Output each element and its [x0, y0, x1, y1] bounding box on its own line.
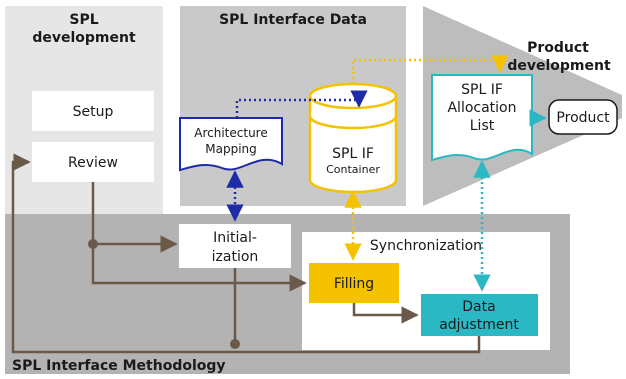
- spl-if-container-top: [308, 82, 398, 110]
- review-box: [32, 142, 154, 182]
- initialization-label-line2: ization: [212, 249, 259, 265]
- spl-if-allocation-list-document: [431, 74, 533, 162]
- feedback-to-review-arrow: [11, 153, 481, 354]
- spl-interface-methodology-title: SPL Interface Methodology: [12, 358, 226, 374]
- data-adjustment-label-line2: adjustment: [439, 317, 519, 333]
- product-label: Product: [556, 110, 610, 126]
- synchronization-title: Synchronization: [370, 238, 482, 254]
- architecture-mapping-label: Architecture: [194, 126, 267, 140]
- product-development-title: Product: [527, 40, 589, 56]
- filling-label: Filling: [334, 276, 374, 292]
- spl-if-container-ring: [308, 115, 398, 130]
- spl-if-container-cylinder: [308, 96, 398, 194]
- spl-if-allocation-list-label-line2: Allocation: [447, 100, 516, 116]
- spl-development-title-line2: development: [32, 30, 136, 46]
- architecture-mapping-document: [179, 117, 283, 172]
- initialization-label: Initial-: [213, 230, 257, 246]
- spl-interface-data-title: SPL Interface Data: [219, 12, 367, 28]
- spl-if-container-label: SPL IF: [332, 146, 374, 162]
- filling-box: [309, 263, 399, 303]
- review-label: Review: [68, 155, 118, 171]
- filling-to-data-adjustment-arrow: [352, 303, 419, 324]
- data-adjustment-label: Data: [462, 299, 495, 315]
- spl-if-allocation-list-label: SPL IF: [461, 82, 503, 98]
- data-adjustment-box: [421, 294, 538, 336]
- flow-junction-bottom: [230, 339, 240, 349]
- initialization-box: [179, 224, 291, 268]
- architecture-mapping-label-line2: Mapping: [205, 142, 257, 156]
- spl-if-container-label-line2: Container: [326, 163, 380, 176]
- spl-development-title: SPL: [69, 12, 98, 28]
- spl-if-allocation-list-label-line3: List: [470, 118, 495, 134]
- product-development-title-line2: development: [507, 58, 611, 74]
- setup-box: [32, 91, 154, 131]
- product-box: [548, 99, 618, 135]
- container-to-allocation-list-arrow: [351, 55, 509, 84]
- setup-label: Setup: [73, 104, 114, 120]
